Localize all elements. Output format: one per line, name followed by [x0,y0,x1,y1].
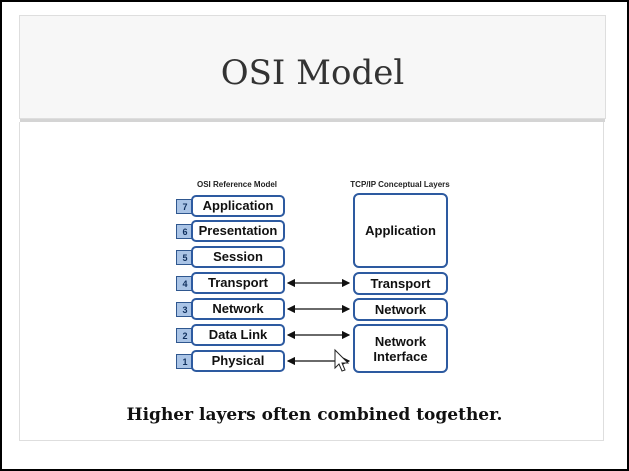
mouse-cursor-icon [334,348,350,372]
tcp-layer-network-interface: Network Interface [353,324,448,373]
osi-layer-application: Application [191,195,285,217]
osi-layer-1-number: 1 [176,354,194,369]
osi-layer-presentation: Presentation [191,220,285,242]
osi-layer-session: Session [191,246,285,268]
tcp-column-header: TCP/IP Conceptual Layers [350,180,450,189]
osi-layer-transport: Transport [191,272,285,294]
content-border-right [603,122,604,440]
tcp-layer-network: Network [353,298,448,321]
osi-layer-network: Network [191,298,285,320]
osi-layer-data-link: Data Link [191,324,285,346]
title-band: OSI Model [19,15,606,119]
content-border-bottom [19,440,604,441]
slide-caption: Higher layers often combined together. [126,405,503,425]
osi-layer-physical: Physical [191,350,285,372]
osi-column-header: OSI Reference Model [196,180,278,189]
tcp-layer-application: Application [353,193,448,268]
title-divider [20,119,605,122]
tcp-layer-transport: Transport [353,272,448,295]
slide-title: OSI Model [220,53,405,93]
content-border-left [19,122,20,440]
